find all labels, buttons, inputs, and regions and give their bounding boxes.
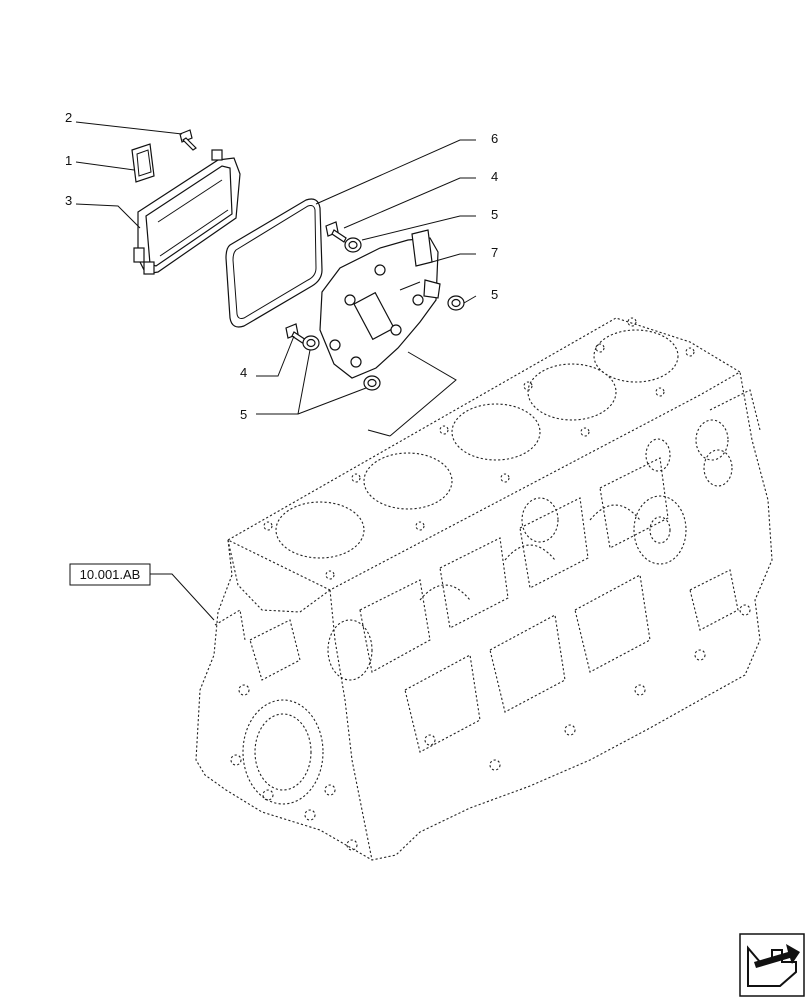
- callout-4: 4: [491, 169, 498, 184]
- leader-lines: [75, 121, 477, 621]
- grommet-part-upper: [344, 237, 362, 253]
- connector-seal-part: [131, 143, 155, 183]
- grommet-part-lower-left: [302, 335, 320, 351]
- callout-7: 7: [491, 245, 498, 260]
- next-page-arrow-icon[interactable]: [739, 933, 805, 997]
- reference-label: 10.001.AB: [80, 567, 141, 582]
- assembly-line: [389, 351, 457, 437]
- callout-5: 5: [491, 207, 498, 222]
- ecu-module-part: [133, 149, 241, 275]
- callout-5: 5: [491, 287, 498, 302]
- callout-1: 1: [65, 153, 72, 168]
- callout-3: 3: [65, 193, 72, 208]
- mounting-plate-part: [319, 229, 441, 379]
- engine-block-outline: [195, 317, 773, 861]
- callout-5: 5: [240, 407, 247, 422]
- ecu-screw-part: [179, 129, 197, 151]
- grommet-part-lower-right: [363, 375, 381, 391]
- callout-labels: 2 1 3 6 4 5 7 5 4 5: [65, 110, 498, 422]
- gasket-part: [225, 198, 323, 328]
- assembly-line: [367, 429, 391, 437]
- callout-2: 2: [65, 110, 72, 125]
- bolt-part-upper: [325, 221, 347, 243]
- callout-4: 4: [240, 365, 247, 380]
- grommet-part-right: [447, 295, 465, 311]
- reference-link[interactable]: 10.001.AB: [69, 563, 151, 586]
- callout-6: 6: [491, 131, 498, 146]
